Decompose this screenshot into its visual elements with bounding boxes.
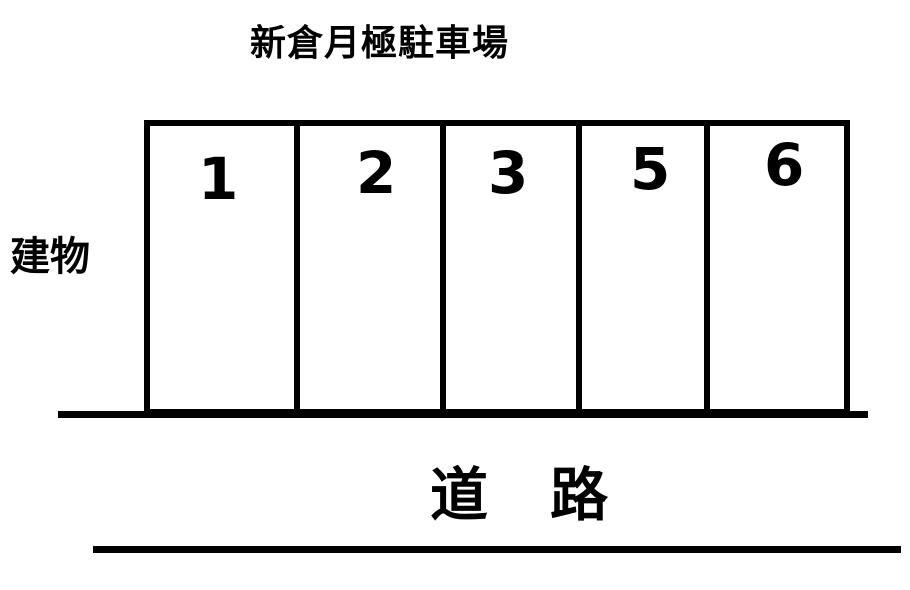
parking-space-2: 2 [294,126,440,409]
building-label: 建物 [10,234,90,280]
parking-space-number: 5 [630,135,671,203]
parking-space-number: 1 [198,145,239,213]
parking-space-6: 6 [704,126,844,409]
parking-space-number: 3 [488,139,529,207]
road-edge-line [93,546,901,553]
parking-space-3: 3 [440,126,576,409]
parking-lot-title: 新倉月極駐車場 [250,23,510,64]
parking-space-5: 5 [576,126,704,409]
parking-space-1: 1 [150,126,294,409]
parking-space-number: 2 [356,139,397,207]
parking-space-number: 6 [764,131,805,199]
parking-lot-diagram: 1 2 3 5 6 [144,120,850,415]
road-label: 道路 [430,461,671,529]
